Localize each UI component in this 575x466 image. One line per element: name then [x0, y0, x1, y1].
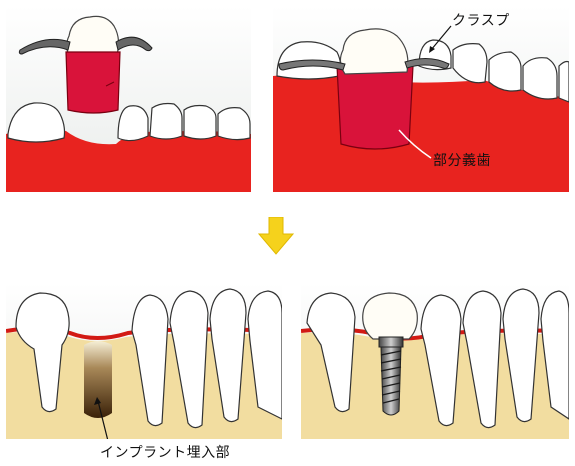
- clasp-left: [18, 38, 71, 55]
- partial-denture-label: 部分義歯: [433, 153, 491, 169]
- denture-base: [65, 51, 121, 114]
- implant-crown: [362, 292, 418, 340]
- implant-site-label: インプラント埋入部: [100, 445, 231, 461]
- gum: [6, 128, 251, 192]
- implant-abutment: [378, 336, 404, 348]
- teeth-with-roots: [15, 288, 282, 429]
- partial-denture-seated-panel: [273, 6, 569, 192]
- implant-socket: [84, 341, 112, 418]
- arrow-down-icon: [258, 217, 294, 255]
- lower-teeth: [7, 102, 251, 143]
- denture-base: [336, 65, 414, 150]
- implant-fixture: [380, 346, 402, 416]
- implant-placed-panel: [301, 283, 569, 439]
- clasp-label: クラスプ: [452, 13, 510, 29]
- implant-site-panel: [6, 283, 282, 439]
- clasp-left: [278, 59, 346, 71]
- teeth-with-roots: [306, 288, 569, 429]
- clasp-right: [115, 36, 153, 52]
- clasp-right: [404, 58, 450, 69]
- partial-denture-lifted-panel: [6, 6, 251, 192]
- gum: [273, 74, 569, 192]
